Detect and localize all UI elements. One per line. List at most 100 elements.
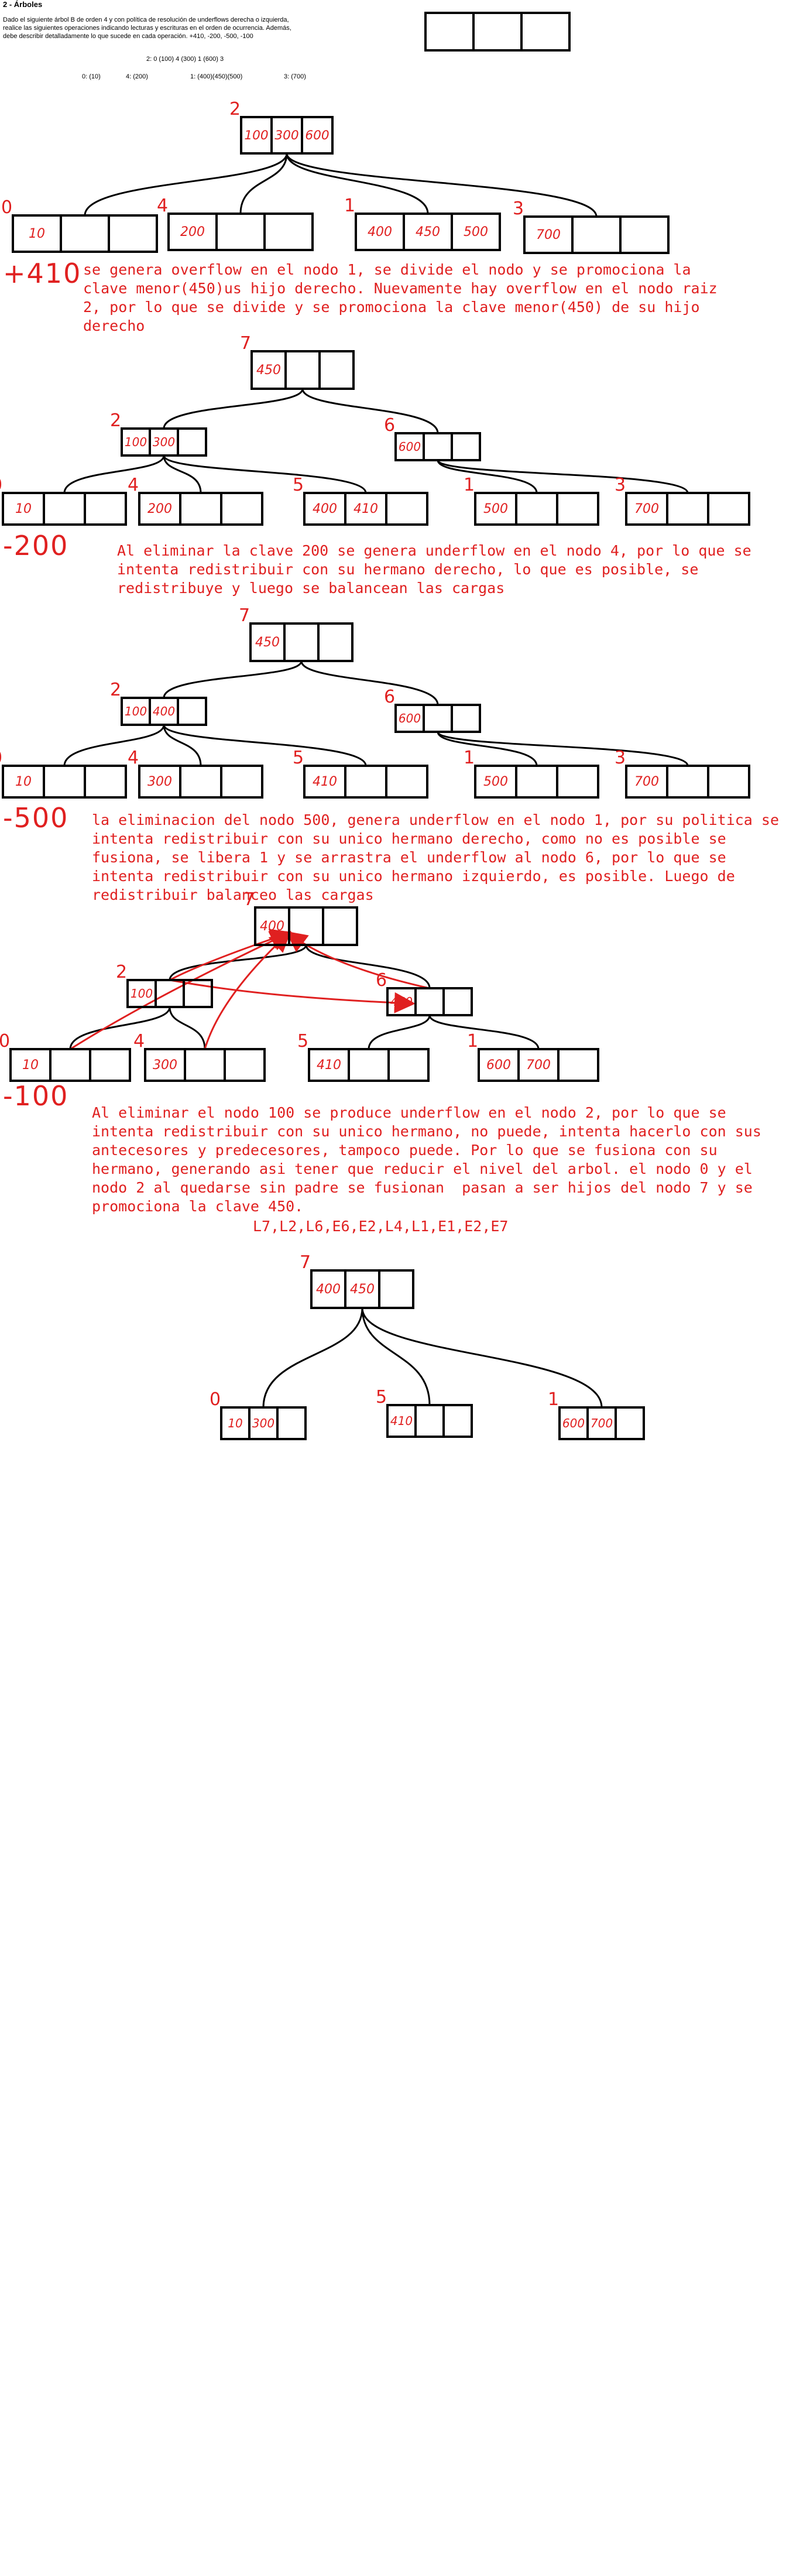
tree-edge xyxy=(361,1307,431,1406)
note-op4: Al eliminar el nodo 100 se produce under… xyxy=(92,1104,761,1215)
node-number: 6 xyxy=(384,415,395,436)
node-number: 3 xyxy=(513,198,524,219)
node-key: 500 xyxy=(464,225,488,239)
node-key: 10 xyxy=(228,1416,242,1430)
tree-edge xyxy=(163,455,367,494)
key-slot xyxy=(619,215,670,254)
tree-2: 4507100300260061002004400410550017003 xyxy=(0,333,750,526)
key-slot xyxy=(84,492,127,526)
node-number: 1 xyxy=(548,1389,559,1410)
node-key: 450 xyxy=(350,1282,375,1297)
tree-edge xyxy=(437,731,538,766)
node-number: 4 xyxy=(128,475,139,495)
node-number: 6 xyxy=(376,970,387,991)
tree-edge xyxy=(169,944,307,981)
btree-node: 100 xyxy=(0,1031,131,1082)
tree-edge xyxy=(305,944,431,989)
key-slot xyxy=(557,1048,599,1082)
key-slot xyxy=(284,350,321,390)
tree-edge xyxy=(437,460,689,494)
node-number: 0 xyxy=(0,475,2,495)
redistribution-arrow xyxy=(70,931,292,1050)
key-slot xyxy=(215,213,266,251)
node-key: 600 xyxy=(486,1058,511,1073)
node-key: 450 xyxy=(255,635,280,650)
node-key: 600 xyxy=(399,711,421,725)
key-slot xyxy=(615,1406,645,1440)
node-number: 5 xyxy=(293,748,304,768)
key-slot xyxy=(707,492,750,526)
op-insert-410: +410 xyxy=(3,258,82,289)
key-slot xyxy=(423,704,453,733)
redistribution-arrow xyxy=(286,931,430,989)
node-key: 300 xyxy=(274,128,298,143)
node-number: 0 xyxy=(0,1031,10,1051)
node-key: 100 xyxy=(244,128,268,143)
node-key: 300 xyxy=(153,1058,177,1073)
node-number: 4 xyxy=(133,1031,145,1051)
key-slot xyxy=(183,979,213,1008)
tree-edge xyxy=(301,388,439,434)
node-number: 7 xyxy=(243,889,255,910)
tree-edge xyxy=(63,724,165,766)
initial-child-4: 4: (200) xyxy=(126,73,148,80)
initial-child-0: 0: (10) xyxy=(82,73,101,80)
key-slot xyxy=(322,906,358,946)
initial-child-1: 1: (400)(450)(500) xyxy=(190,73,243,80)
node-number: 0 xyxy=(0,748,2,768)
tree-edge xyxy=(437,460,538,494)
node-key: 10 xyxy=(15,775,32,789)
tree-edge xyxy=(163,660,303,698)
key-slot xyxy=(556,492,599,526)
redistribution-arrow xyxy=(169,979,416,1013)
key-slot xyxy=(451,432,481,461)
node-key: 100 xyxy=(125,704,147,718)
node-key: 700 xyxy=(536,228,561,242)
node-key: 450 xyxy=(390,995,413,1009)
statement-line-3: debe describir detalladamente lo que suc… xyxy=(3,33,253,40)
node-number: 0 xyxy=(210,1389,221,1410)
node-key: 10 xyxy=(29,227,45,241)
redistribution-arrow xyxy=(204,930,291,1050)
op-delete-500: -500 xyxy=(3,802,69,834)
node-number: 5 xyxy=(293,475,304,495)
tree-edge xyxy=(169,1006,206,1050)
tree-edge xyxy=(84,153,288,216)
key-slot xyxy=(220,492,263,526)
key-slot xyxy=(184,1048,226,1082)
key-slot xyxy=(344,765,387,799)
key-slot xyxy=(263,213,314,251)
key-slot xyxy=(224,1048,266,1082)
key-slot xyxy=(276,1406,307,1440)
node-key: 600 xyxy=(305,128,329,143)
key-slot xyxy=(317,622,353,662)
key-slot xyxy=(571,215,622,254)
note-op3: la eliminacion del nodo 500, genera unde… xyxy=(92,811,779,903)
node-key: 300 xyxy=(252,1416,274,1430)
empty-node xyxy=(424,12,571,52)
key-slot xyxy=(378,1269,414,1309)
key-slot xyxy=(385,765,428,799)
key-slot xyxy=(387,1048,430,1082)
node-key: 700 xyxy=(591,1416,613,1430)
node-key: 400 xyxy=(153,704,175,718)
